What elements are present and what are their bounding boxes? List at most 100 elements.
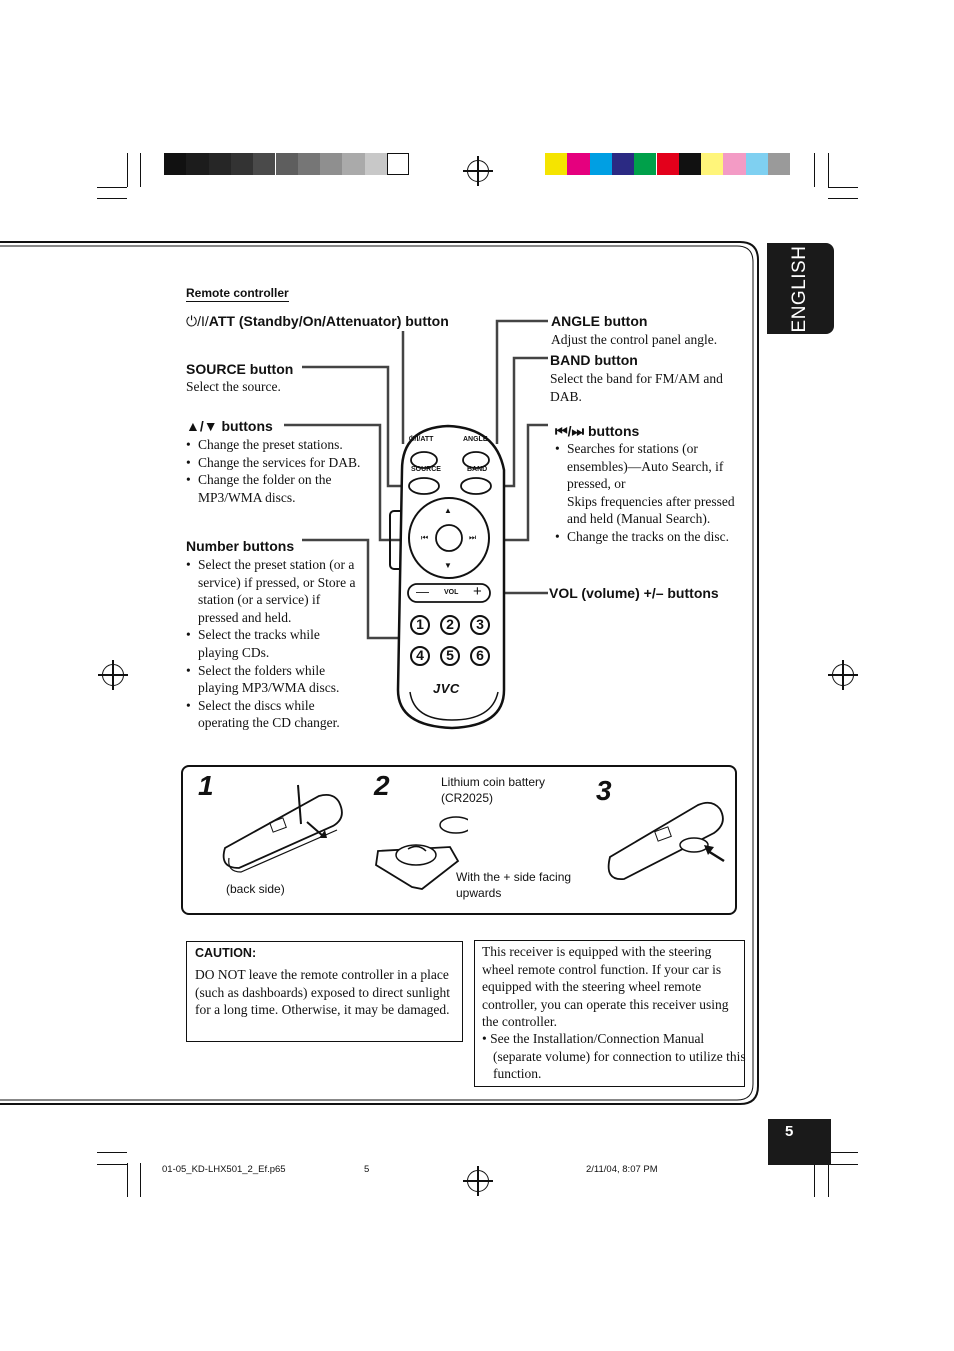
color-swatch <box>567 153 590 175</box>
step-1-number: 1 <box>198 770 214 801</box>
updown-title: ▲/▼ buttons <box>186 418 273 434</box>
color-swatch <box>701 153 724 175</box>
source-desc: Select the source. <box>186 379 281 394</box>
steering-bullet: • See the Installation/Connection Manual… <box>482 1031 746 1082</box>
list-item: Select the folders while playing MP3/WMA… <box>186 662 362 697</box>
device-label-band: BAND <box>467 466 488 473</box>
list-item: Select the discs while operating the CD … <box>186 697 362 732</box>
step-3-number: 3 <box>596 775 612 806</box>
crop-mark <box>97 187 127 189</box>
caution-box: CAUTION: DO NOT leave the remote control… <box>186 941 463 1042</box>
facing-label: With the + side facing upwards <box>456 870 572 900</box>
step-3-illustration <box>607 801 725 880</box>
color-swatch <box>208 153 231 175</box>
color-swatch <box>634 153 657 175</box>
list-item: Select the tracks while playing CDs. <box>186 626 362 661</box>
crop-mark <box>814 1163 816 1197</box>
caution-title: CAUTION: <box>195 946 257 960</box>
skip-list: Searches for stations (or ensembles)—Aut… <box>555 440 750 546</box>
color-swatch <box>768 153 791 175</box>
registration-mark-right <box>828 660 858 690</box>
step-2-number: 2 <box>374 770 390 801</box>
color-swatch <box>545 153 568 175</box>
page-number: 5 <box>785 1123 794 1140</box>
source-title: SOURCE button <box>186 361 294 377</box>
number-button-6: 6 <box>470 646 490 666</box>
color-swatch <box>387 153 410 175</box>
vol-label: VOL <box>444 589 459 596</box>
crop-mark <box>140 1163 142 1197</box>
crop-mark <box>828 153 830 187</box>
steering-text: This receiver is equipped with the steer… <box>482 944 729 1030</box>
updown-list: Change the preset stations. Change the s… <box>186 436 361 506</box>
caution-text: DO NOT leave the remote controller in a … <box>195 967 450 1018</box>
next-track-icon: ⏭ <box>469 533 477 542</box>
color-swatch <box>320 153 343 175</box>
color-swatch <box>342 153 365 175</box>
device-label-source: SOURCE <box>411 466 441 473</box>
vol-plus-label: + <box>473 583 482 600</box>
section-title: Remote controller <box>186 286 289 302</box>
color-swatch <box>611 153 635 175</box>
color-swatch <box>656 153 679 175</box>
band-title: BAND button <box>550 352 638 368</box>
color-swatch <box>589 153 612 175</box>
color-swatch <box>230 153 254 175</box>
list-item: Searches for stations (or ensembles)—Aut… <box>555 440 750 528</box>
number-button-5: 5 <box>440 646 460 666</box>
crop-mark <box>97 1152 127 1154</box>
device-label-standby: ⏻/I/ATT <box>409 436 434 443</box>
color-swatch <box>297 153 321 175</box>
device-label-angle: ANGLE <box>463 436 488 443</box>
color-swatch <box>364 153 387 175</box>
footer-date: 2/11/04, 8:07 PM <box>586 1164 658 1175</box>
number-button-3: 3 <box>470 615 490 635</box>
crop-mark <box>97 198 127 200</box>
down-arrow-icon: ▼ <box>444 561 452 570</box>
page-number-tab: 5 <box>768 1119 831 1165</box>
color-swatch <box>186 153 209 175</box>
number-button-2: 2 <box>440 615 460 635</box>
number-title: Number buttons <box>186 538 295 554</box>
list-item: Change the services for DAB. <box>186 454 361 472</box>
list-item: Change the preset stations. <box>186 436 361 454</box>
crop-mark <box>127 1163 129 1197</box>
language-tab: ENGLISH <box>767 243 834 334</box>
crop-mark <box>127 153 129 187</box>
vol-title: VOL (volume) +/– buttons <box>549 585 719 601</box>
color-swatch <box>745 153 768 175</box>
footer-page: 5 <box>364 1164 370 1175</box>
back-side-label: (back side) <box>226 882 285 896</box>
registration-mark-top <box>463 156 493 186</box>
crop-mark <box>97 1164 127 1166</box>
angle-title: ANGLE button <box>551 313 648 329</box>
color-swatch <box>723 153 746 175</box>
vol-minus-label: — <box>416 584 429 599</box>
step-1-illustration <box>222 784 343 873</box>
registration-mark-bottom <box>463 1166 493 1196</box>
crop-mark <box>814 153 816 187</box>
color-swatch <box>164 153 187 175</box>
step-2-illustration <box>375 816 468 890</box>
crop-mark <box>828 1164 858 1166</box>
steering-info-box: This receiver is equipped with the steer… <box>474 940 746 1087</box>
battery-label: Lithium coin battery (CR2025) <box>441 775 546 805</box>
crop-mark <box>828 187 858 189</box>
crop-mark <box>140 153 142 187</box>
list-item: Change the folder on the MP3/WMA discs. <box>186 471 361 506</box>
registration-mark-left <box>98 660 128 690</box>
crop-mark <box>828 1152 858 1154</box>
up-arrow-icon: ▲ <box>444 506 452 515</box>
band-desc: Select the band for FM/AM and DAB. <box>550 371 723 404</box>
skip-title: ⏮/⏭ buttons <box>555 423 640 439</box>
crop-mark <box>828 198 858 200</box>
color-swatch <box>275 153 298 175</box>
number-list: Select the preset station (or a service)… <box>186 556 362 732</box>
jvc-logo: JVC <box>433 681 460 696</box>
standby-title: ⏻/I/ATT (Standby/On/Attenuator) button <box>186 313 449 329</box>
footer-file: 01-05_KD-LHX501_2_Ef.p65 <box>162 1164 286 1175</box>
color-swatch <box>253 153 276 175</box>
language-label: ENGLISH <box>789 245 810 333</box>
number-button-4: 4 <box>410 646 430 666</box>
